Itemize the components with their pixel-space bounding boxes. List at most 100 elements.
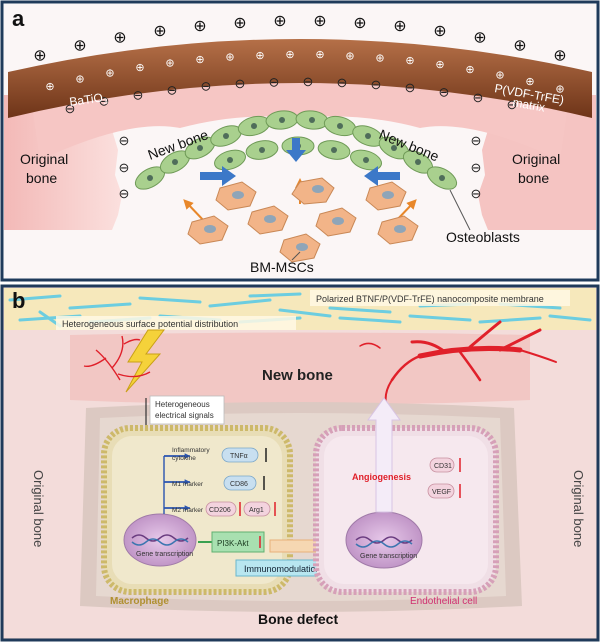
blue-arrow-right — [364, 166, 400, 186]
plus-charge-inner-icon: ⊕ — [315, 49, 324, 61]
minus-charge-icon: ⊖ — [303, 74, 314, 89]
plus-charge-inner-icon: ⊕ — [195, 54, 204, 66]
minus-charge-edge-icon: ⊖ — [471, 133, 482, 148]
original-bone-right-label: Original bone — [571, 470, 586, 547]
minus-charges-under: ⊖⊖⊖⊖⊖⊖⊖⊖⊖⊖⊖⊖⊖⊖ — [65, 74, 518, 116]
new-bone-title: New bone — [262, 367, 333, 384]
cd206-pill — [205, 501, 237, 517]
osteoblast-pointer — [449, 189, 471, 231]
nanofiber — [8, 294, 62, 302]
nanofiber — [548, 314, 592, 322]
minus-charge-icon: ⊖ — [507, 97, 518, 112]
plus-charge-inner-icon: ⊕ — [495, 69, 504, 81]
nanofiber — [248, 292, 302, 298]
original-bone-right-2: bone — [518, 170, 549, 186]
bm-mscs-label: BM-MSCs — [250, 259, 314, 275]
surface-potential-label: Heterogeneous surface potential distribu… — [62, 319, 238, 329]
cd86-pill — [223, 475, 257, 491]
minus-charge-edge-icon: ⊖ — [119, 133, 130, 148]
endothelial-dna-strand-icon — [355, 540, 413, 548]
blue-arrows — [200, 138, 400, 186]
bone-defect-label: Bone defect — [258, 611, 338, 627]
minus-charge-icon: ⊖ — [99, 94, 110, 109]
angiogenesis-label: Angiogenesis — [352, 472, 411, 482]
plus-charge-inner-icon: ⊕ — [345, 50, 354, 62]
plus-charges-inner: ⊕⊕⊕⊕⊕⊕⊕⊕⊕⊕⊕⊕⊕⊕⊕⊕⊕⊕ — [45, 49, 564, 96]
minus-charge-edge-icon: ⊖ — [471, 160, 482, 175]
nanofiber — [208, 298, 272, 308]
nanofiber — [338, 316, 402, 324]
plus-charge-icon: ⊕ — [313, 13, 326, 30]
original-bone-left-label: Original bone — [31, 470, 46, 547]
bm-msc-nuclei — [204, 185, 406, 251]
matrix-label-2: matrix — [511, 95, 546, 114]
panel-b: Polarized BTNF/P(VDF-TrFE) nanocomposite… — [0, 284, 600, 642]
tnfa-label: TNFα — [230, 453, 248, 460]
plus-charge-inner-icon: ⊕ — [405, 55, 414, 67]
minus-charge-icon: ⊖ — [439, 85, 450, 100]
minus-charge-icon: ⊖ — [235, 76, 246, 91]
nanofiber — [138, 296, 202, 304]
osteoblast-nuclei — [147, 117, 445, 181]
nanofiber — [328, 306, 392, 314]
plus-charge-inner-icon: ⊕ — [165, 58, 174, 70]
plus-charge-icon: ⊕ — [193, 18, 206, 35]
nanofiber — [478, 316, 542, 324]
minus-charge-icon: ⊖ — [133, 87, 144, 102]
cd86-label: CD86 — [230, 481, 248, 488]
plus-charge-inner-icon: ⊕ — [45, 81, 54, 93]
endothelial-dna-icon — [355, 536, 413, 544]
surface-potential-bg — [56, 316, 296, 330]
plus-charge-icon: ⊕ — [273, 13, 286, 30]
plus-charges-top: ⊕ ⊕ ⊕ ⊕ ⊕ ⊕ ⊕ ⊕ ⊕ ⊕ ⊕ ⊕ ⊕ ⊕ — [33, 13, 566, 64]
cd31-label: CD31 — [434, 463, 452, 470]
immunomodulation-label: Immunomodulation — [244, 564, 321, 574]
minus-charge-icon: ⊖ — [167, 82, 178, 97]
nanofiber — [408, 314, 472, 322]
tnfa-pill — [221, 447, 259, 463]
panel-a-label: a — [12, 6, 25, 31]
gene-transcription-right: Gene transcription — [360, 553, 417, 560]
vessel-left — [83, 335, 151, 381]
arg1-label: Arg1 — [249, 507, 264, 514]
plus-charge-icon: ⊕ — [473, 30, 486, 47]
electrical-signal-2: electrical signals — [155, 411, 214, 420]
vegf-pill — [427, 483, 455, 499]
minus-charge-icon: ⊖ — [405, 80, 416, 95]
endothelial-label: Endothelial cell — [410, 596, 477, 607]
m1-marker-label: M1 marker — [172, 481, 204, 488]
minus-charges-edges: ⊖⊖⊖⊖⊖⊖ — [119, 133, 482, 201]
osteoblasts-label: Osteoblasts — [446, 229, 520, 245]
plus-charge-inner-icon: ⊕ — [465, 64, 474, 76]
bmmsc-pointer — [291, 251, 301, 261]
plus-charge-inner-icon: ⊕ — [525, 76, 534, 88]
electrical-signal-1: Heterogeneous — [155, 400, 210, 409]
electrical-signal-box — [149, 395, 225, 425]
cd31-pill — [429, 457, 455, 473]
blue-arrow-down — [286, 138, 306, 162]
original-bone-left-2: bone — [26, 170, 57, 186]
plus-charge-icon: ⊕ — [233, 15, 246, 32]
pi3k-label: PI3K-Akt — [217, 539, 249, 548]
minus-charge-icon: ⊖ — [473, 90, 484, 105]
macrophage-dna-icon — [131, 534, 189, 542]
minus-charge-icon: ⊖ — [65, 101, 76, 116]
plus-charge-inner-icon: ⊕ — [225, 52, 234, 64]
nanofiber — [68, 302, 132, 310]
inflammatory-label-2: cytokine — [172, 455, 196, 462]
angiogenesis-arrow — [367, 397, 401, 513]
batio3-label: BaTiO3 — [68, 90, 108, 111]
arg1-pill — [243, 501, 271, 517]
membrane-band — [8, 39, 592, 118]
minus-charge-icon: ⊖ — [371, 77, 382, 92]
m2-marker-label: M2 marker — [172, 507, 204, 514]
plus-charge-icon: ⊕ — [553, 48, 566, 65]
plus-charge-icon: ⊕ — [33, 48, 46, 65]
minus-charge-edge-icon: ⊖ — [119, 186, 130, 201]
blue-arrow-left — [200, 166, 236, 186]
minus-charge-icon: ⊖ — [337, 75, 348, 90]
minus-charge-edge-icon: ⊖ — [471, 186, 482, 201]
plus-charge-icon: ⊕ — [353, 15, 366, 32]
plus-charge-inner-icon: ⊕ — [375, 52, 384, 64]
plus-charge-inner-icon: ⊕ — [555, 84, 564, 96]
